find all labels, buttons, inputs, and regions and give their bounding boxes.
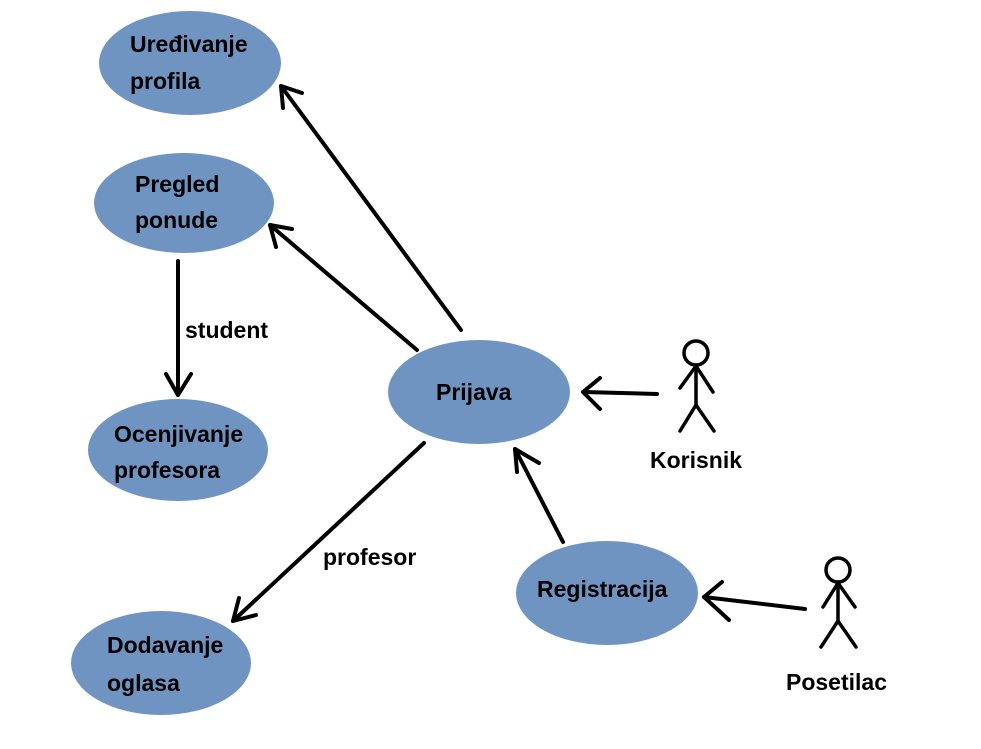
actor-name: Korisnik — [650, 447, 742, 473]
use-case-ellipse — [516, 541, 698, 645]
use-case-ellipse — [388, 340, 570, 444]
arrow-head — [702, 580, 731, 622]
edge-korisnik-to-prijava — [581, 376, 659, 411]
actor-name: Posetilac — [786, 669, 887, 695]
edge-prijava-to-uredjivanje — [279, 84, 463, 332]
edge-line — [581, 390, 659, 396]
use-case-label: profila — [130, 68, 200, 94]
use-case-ellipse — [71, 611, 251, 715]
use-case-label: Registracija — [537, 576, 668, 602]
edge-registracija-to-prijava — [513, 447, 565, 544]
arrow-head — [279, 84, 304, 110]
edge-line — [702, 595, 807, 611]
edge-line — [513, 447, 565, 544]
arrow-head — [231, 596, 258, 623]
edge-label-student: student — [185, 317, 268, 343]
use-case-ellipse — [88, 399, 268, 501]
use-case-ellipse — [94, 153, 274, 253]
use-case-label: Pregled — [135, 171, 219, 197]
stick-figure-icon — [678, 339, 716, 433]
actor-posetilac: Posetilac — [786, 556, 887, 695]
edge-prijava-to-pregled — [268, 223, 419, 352]
edge-label-profesor: profesor — [323, 544, 416, 570]
edge-prijava-to-dodavanje — [231, 441, 426, 623]
edge-line — [268, 223, 419, 352]
edge-posetilac-to-registracija — [702, 580, 807, 622]
use-case-ellipse — [99, 11, 281, 115]
arrow-head — [513, 447, 541, 474]
use-case-ocenjivanje-profesora: Ocenjivanje profesora — [88, 399, 268, 501]
stick-figure-icon — [819, 556, 858, 649]
use-case-label: profesora — [114, 457, 220, 483]
use-case-prijava: Prijava — [388, 340, 570, 444]
edge-pregled-to-ocenjivanje — [164, 259, 193, 397]
use-case-label: Prijava — [436, 379, 512, 405]
arrow-head — [164, 372, 193, 397]
edge-line — [231, 441, 426, 623]
use-case-label: Dodavanje — [107, 632, 223, 658]
use-case-uredjivanje-profila: Uređivanje profila — [99, 11, 281, 115]
use-case-pregled-ponude: Pregled ponude — [94, 153, 274, 253]
use-case-registracija: Registracija — [516, 541, 698, 645]
arrow-head — [581, 376, 602, 411]
use-case-label: Uređivanje — [130, 31, 248, 57]
edge-line — [279, 84, 463, 332]
use-case-label: oglasa — [107, 670, 180, 696]
use-case-label: ponude — [135, 207, 218, 233]
use-case-label: Ocenjivanje — [114, 421, 243, 447]
actor-korisnik: Korisnik — [650, 339, 742, 473]
arrow-head — [268, 223, 294, 249]
use-case-dodavanje-oglasa: Dodavanje oglasa — [71, 611, 251, 715]
